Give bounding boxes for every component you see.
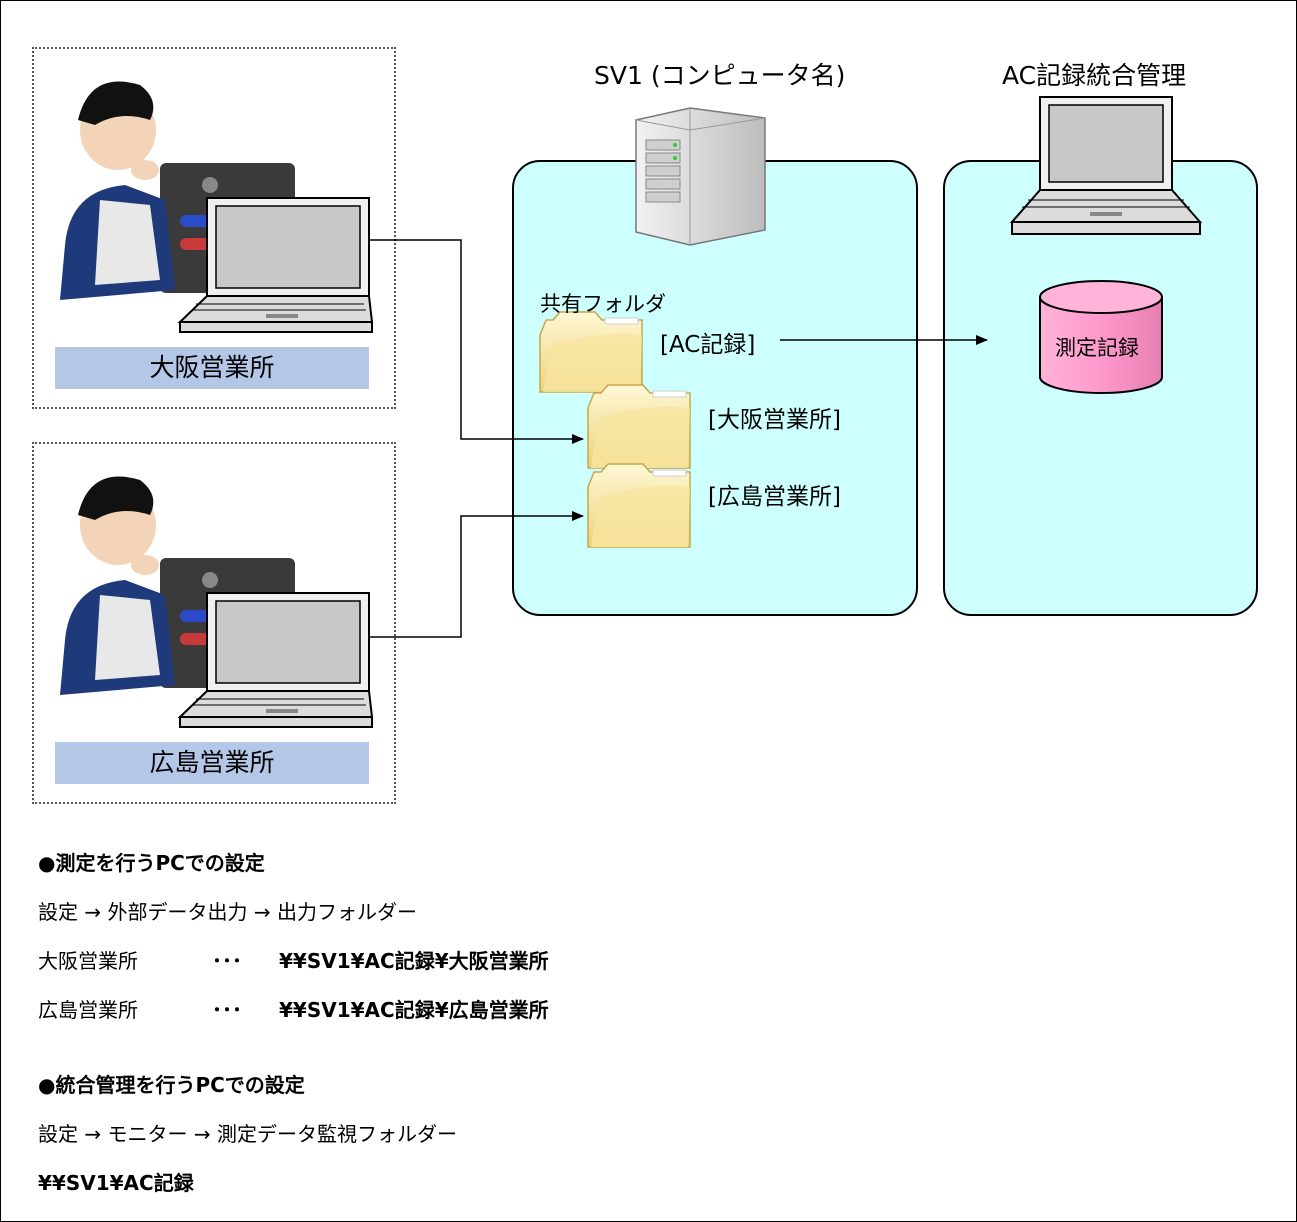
osaka-office-label: 大阪営業所 <box>55 347 369 389</box>
folder-icon <box>587 463 691 548</box>
hiroshima-setting-path: ¥¥SV1¥AC記録¥広島営業所 <box>279 998 549 1022</box>
integrated-settings-heading: ●統合管理を行うPCでの設定 <box>38 1073 305 1097</box>
osaka-connector-arrow <box>369 239 584 444</box>
hiroshima-setting-name: 広島営業所 <box>38 998 138 1022</box>
ac-record-folder-label: [AC記録] <box>660 332 756 358</box>
server-title: SV1 (コンピュータ名) <box>594 61 846 90</box>
hiroshima-connector-arrow <box>369 511 584 638</box>
integrated-settings-path: 設定 → モニター → 測定データ監視フォルダー <box>38 1122 457 1146</box>
database-icon <box>1039 280 1163 394</box>
laptop-icon <box>1009 96 1203 235</box>
hiroshima-office-label: 広島営業所 <box>55 742 369 784</box>
folder-icon <box>587 384 691 469</box>
osaka-setting-path: ¥¥SV1¥AC記録¥大阪営業所 <box>279 949 549 973</box>
shared-folder-caption: 共有フォルダ <box>540 292 666 316</box>
measure-settings-heading: ●測定を行うPCでの設定 <box>38 851 265 875</box>
hiroshima-setting-dots: ･･･ <box>212 998 242 1022</box>
measure-settings-path: 設定 → 外部データ出力 → 出力フォルダー <box>38 900 417 924</box>
osaka-setting-dots: ･･･ <box>212 949 242 973</box>
laptop-icon <box>177 197 374 333</box>
laptop-icon <box>177 592 374 728</box>
osaka-setting-name: 大阪営業所 <box>38 949 138 973</box>
integrated-management-title: AC記録統合管理 <box>1002 61 1187 90</box>
database-label: 測定記録 <box>1055 336 1139 360</box>
server-icon <box>635 107 766 246</box>
osaka-folder-label: [大阪営業所] <box>708 407 841 433</box>
integrated-settings-value: ¥¥SV1¥AC記録 <box>38 1171 194 1195</box>
folder-icon <box>539 311 643 393</box>
hiroshima-folder-label: [広島営業所] <box>708 484 841 510</box>
